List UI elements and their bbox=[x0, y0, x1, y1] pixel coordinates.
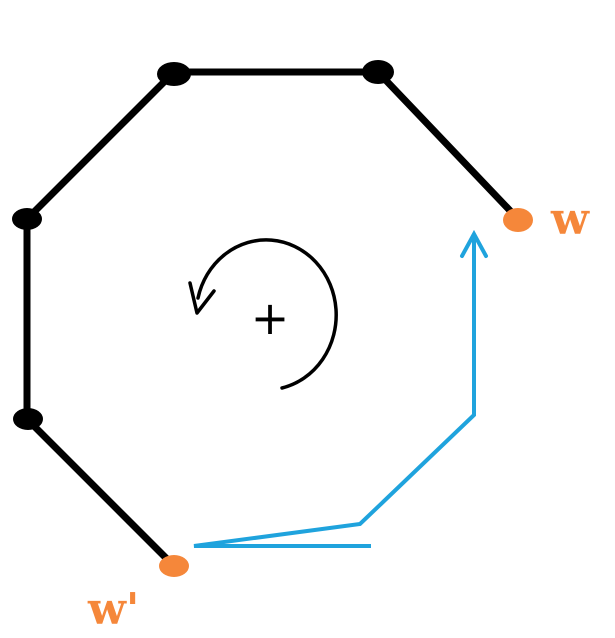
rotation-arrow bbox=[196, 238, 338, 390]
vertex-top-left bbox=[157, 62, 191, 86]
blue-path bbox=[193, 238, 476, 548]
vertex-upper-left bbox=[12, 208, 42, 230]
octagon-boundary bbox=[23, 68, 522, 570]
blue-path-arrowhead bbox=[460, 229, 488, 258]
vertex-lower-left bbox=[13, 408, 43, 430]
vertex-w-prime bbox=[159, 555, 189, 577]
vertex-top-right bbox=[362, 60, 394, 84]
rotation-arrowhead bbox=[188, 281, 216, 315]
orientation-plus-sign: + bbox=[251, 291, 290, 345]
label-w-prime: w' bbox=[87, 584, 139, 635]
label-w: w bbox=[550, 194, 590, 245]
vertex-w bbox=[503, 208, 533, 232]
